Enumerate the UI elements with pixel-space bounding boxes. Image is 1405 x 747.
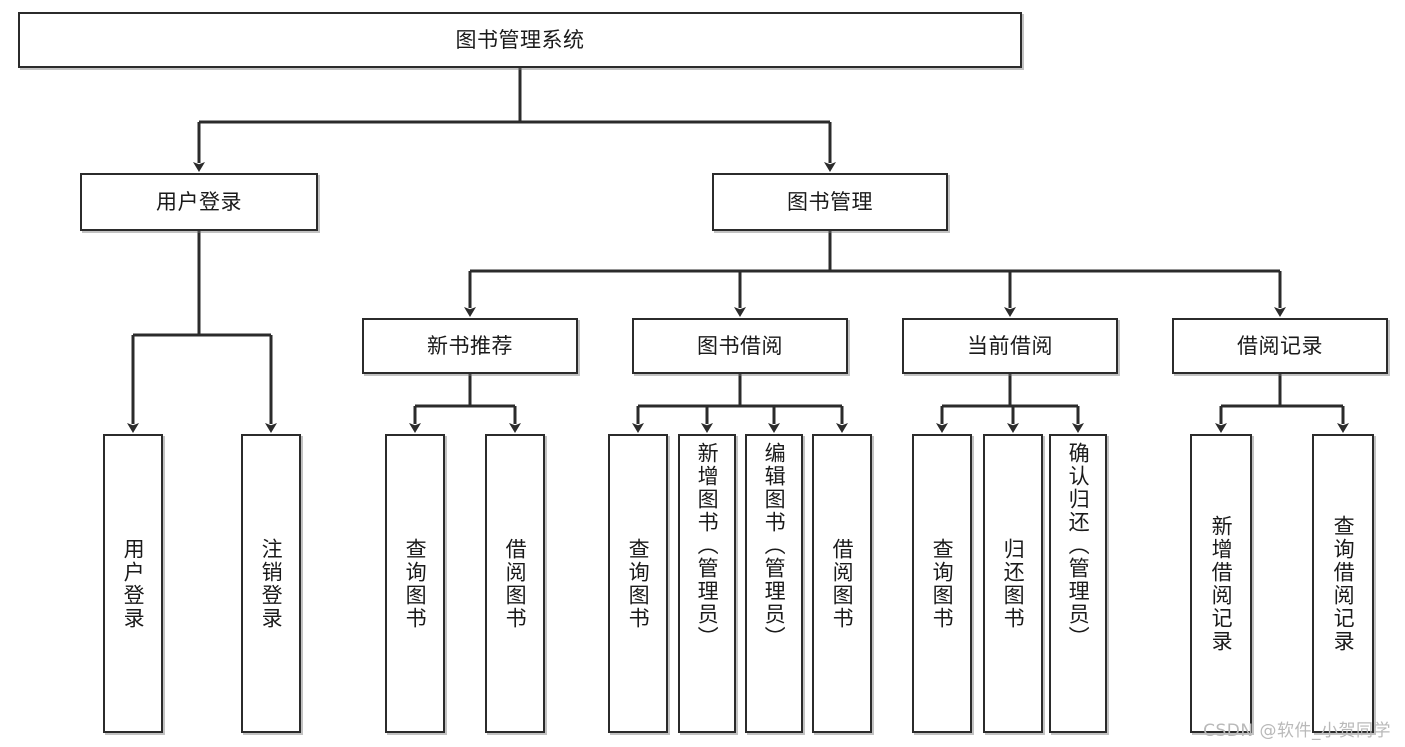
node-user-login[interactable]: 用户登录 xyxy=(80,173,318,231)
node-book-management[interactable]: 图书管理 xyxy=(712,173,948,231)
leaf-add-book-admin-label: 新增图书（管理员） xyxy=(695,442,720,649)
leaf-query-book-recommend-label: 查询图书 xyxy=(403,537,428,630)
leaf-query-borrow-record-label: 查询借阅记录 xyxy=(1331,514,1356,653)
leaf-query-book-current-label: 查询图书 xyxy=(930,537,955,630)
node-book-borrow[interactable]: 图书借阅 xyxy=(632,318,848,374)
leaf-edit-book-admin[interactable]: 编辑图书（管理员） xyxy=(745,434,803,733)
leaf-return-book-label: 归还图书 xyxy=(1001,537,1026,630)
leaf-logout[interactable]: 注销登录 xyxy=(241,434,301,733)
leaf-confirm-return-admin[interactable]: 确认归还（管理员） xyxy=(1049,434,1107,733)
node-borrow-record[interactable]: 借阅记录 xyxy=(1172,318,1388,374)
leaf-add-borrow-record[interactable]: 新增借阅记录 xyxy=(1190,434,1252,733)
leaf-query-book-current[interactable]: 查询图书 xyxy=(912,434,972,733)
leaf-user-login[interactable]: 用户登录 xyxy=(103,434,163,733)
node-user-login-label: 用户登录 xyxy=(156,189,242,214)
leaf-query-book-recommend[interactable]: 查询图书 xyxy=(385,434,445,733)
leaf-borrow-book-recommend-label: 借阅图书 xyxy=(503,537,528,630)
node-current-borrow-label: 当前借阅 xyxy=(967,333,1053,358)
leaf-return-book[interactable]: 归还图书 xyxy=(983,434,1043,733)
node-new-book-recommend[interactable]: 新书推荐 xyxy=(362,318,578,374)
leaf-query-book-label: 查询图书 xyxy=(626,537,651,630)
leaf-borrow-book-label: 借阅图书 xyxy=(830,537,855,630)
watermark-text: CSDN @软件_小贺同学 xyxy=(1203,721,1391,741)
leaf-logout-label: 注销登录 xyxy=(259,537,284,630)
node-current-borrow[interactable]: 当前借阅 xyxy=(902,318,1118,374)
leaf-add-book-admin[interactable]: 新增图书（管理员） xyxy=(678,434,736,733)
node-root[interactable]: 图书管理系统 xyxy=(18,12,1022,68)
node-borrow-record-label: 借阅记录 xyxy=(1237,333,1323,358)
leaf-user-login-label: 用户登录 xyxy=(121,537,146,630)
leaf-query-borrow-record[interactable]: 查询借阅记录 xyxy=(1312,434,1374,733)
leaf-confirm-return-admin-label: 确认归还（管理员） xyxy=(1066,442,1091,649)
leaf-borrow-book[interactable]: 借阅图书 xyxy=(812,434,872,733)
leaf-add-borrow-record-label: 新增借阅记录 xyxy=(1209,514,1234,653)
node-root-label: 图书管理系统 xyxy=(455,27,585,52)
leaf-edit-book-admin-label: 编辑图书（管理员） xyxy=(762,442,787,649)
leaf-borrow-book-recommend[interactable]: 借阅图书 xyxy=(485,434,545,733)
node-new-book-recommend-label: 新书推荐 xyxy=(427,333,513,358)
node-book-management-label: 图书管理 xyxy=(787,189,873,214)
leaf-query-book[interactable]: 查询图书 xyxy=(608,434,668,733)
node-book-borrow-label: 图书借阅 xyxy=(697,333,783,358)
